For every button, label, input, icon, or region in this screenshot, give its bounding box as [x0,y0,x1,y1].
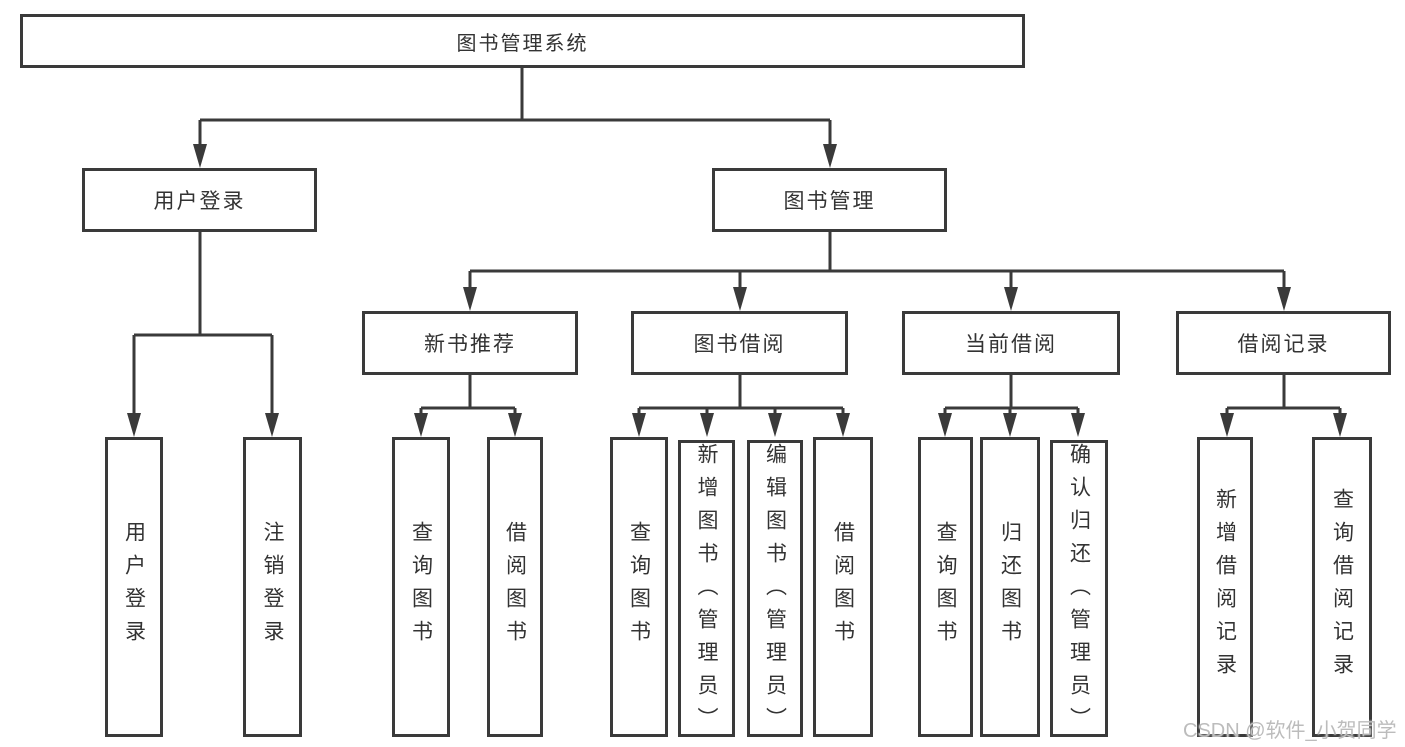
node-user-login-branch: 用户登录 [82,168,317,232]
leaf-query-borrow-record: 查询借阅记录 [1312,437,1372,737]
leaf-query-books-recommend: 查询图书 [392,437,450,737]
node-borrowing-records: 借阅记录 [1176,311,1391,375]
leaf-borrow-books-borrowing: 借阅图书 [813,437,873,737]
node-library-management-system: 图书管理系统 [20,14,1025,68]
leaf-query-books-current: 查询图书 [918,437,973,737]
leaf-return-books: 归还图书 [980,437,1040,737]
leaf-query-books-borrowing: 查询图书 [610,437,668,737]
node-new-book-recommend: 新书推荐 [362,311,578,375]
leaf-confirm-return-admin: 确认归还（管理员） [1050,440,1108,740]
leaf-edit-books-admin: 编辑图书（管理员） [747,440,803,740]
leaf-borrow-books-recommend: 借阅图书 [487,437,543,737]
leaf-add-books-admin: 新增图书（管理员） [678,440,735,740]
leaf-user-login: 用户登录 [105,437,163,737]
leaf-logout-login: 注销登录 [243,437,302,737]
csdn-watermark: CSDN @软件_小贺同学 [1183,720,1397,742]
node-book-borrowing: 图书借阅 [631,311,848,375]
node-current-borrowing: 当前借阅 [902,311,1120,375]
node-book-management-branch: 图书管理 [712,168,947,232]
leaf-add-borrow-record: 新增借阅记录 [1197,437,1253,737]
